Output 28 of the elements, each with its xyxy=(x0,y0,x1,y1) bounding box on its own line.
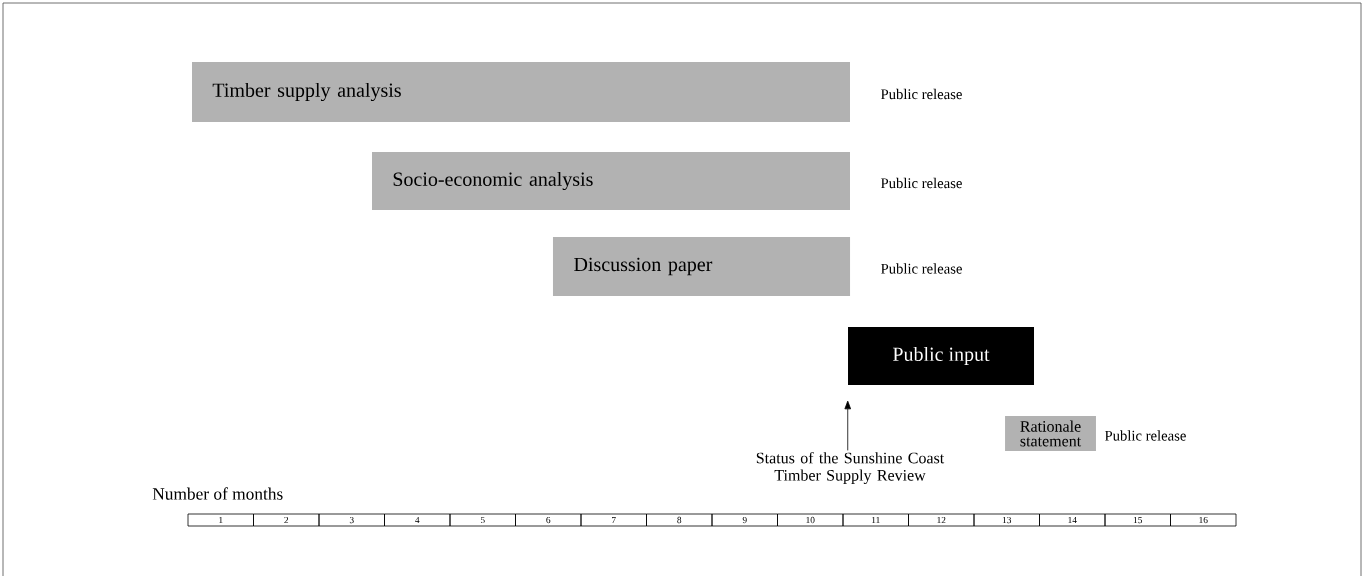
arrow xyxy=(844,400,851,451)
month-cell: 14 xyxy=(1039,513,1106,527)
month-cell: 3 xyxy=(318,513,385,527)
task-bar: Discussion paper xyxy=(552,237,851,296)
month-cell: 12 xyxy=(908,513,975,527)
month-cell: 10 xyxy=(777,513,844,527)
month-cell: 8 xyxy=(646,513,713,527)
task-bar: Rationale statement xyxy=(1005,416,1096,451)
task-bar: Socio-economic analysis xyxy=(372,152,850,210)
month-cell: 2 xyxy=(253,513,320,527)
month-cell: 9 xyxy=(711,513,778,527)
release-note: Public release xyxy=(880,177,962,189)
release-note: Public release xyxy=(880,88,962,100)
release-note: Public release xyxy=(881,263,962,274)
month-cell: 6 xyxy=(515,513,582,527)
month-cell: 1 xyxy=(187,513,254,527)
status-note: Status of the Sunshine Coast Timber Supply Review xyxy=(756,452,945,485)
month-cell: 5 xyxy=(449,513,516,527)
release-note: Public release xyxy=(1104,430,1186,441)
task-bar: Timber supply analysis xyxy=(192,62,850,122)
month-cell: 13 xyxy=(973,513,1040,527)
month-cell: 4 xyxy=(384,513,451,527)
month-cell: 11 xyxy=(842,513,909,527)
month-cell: 16 xyxy=(1170,513,1237,527)
task-bar: Public input xyxy=(848,327,1034,385)
month-cell: 7 xyxy=(580,513,647,527)
axis-title: Number of months xyxy=(152,487,283,500)
month-cell: 15 xyxy=(1104,513,1171,527)
